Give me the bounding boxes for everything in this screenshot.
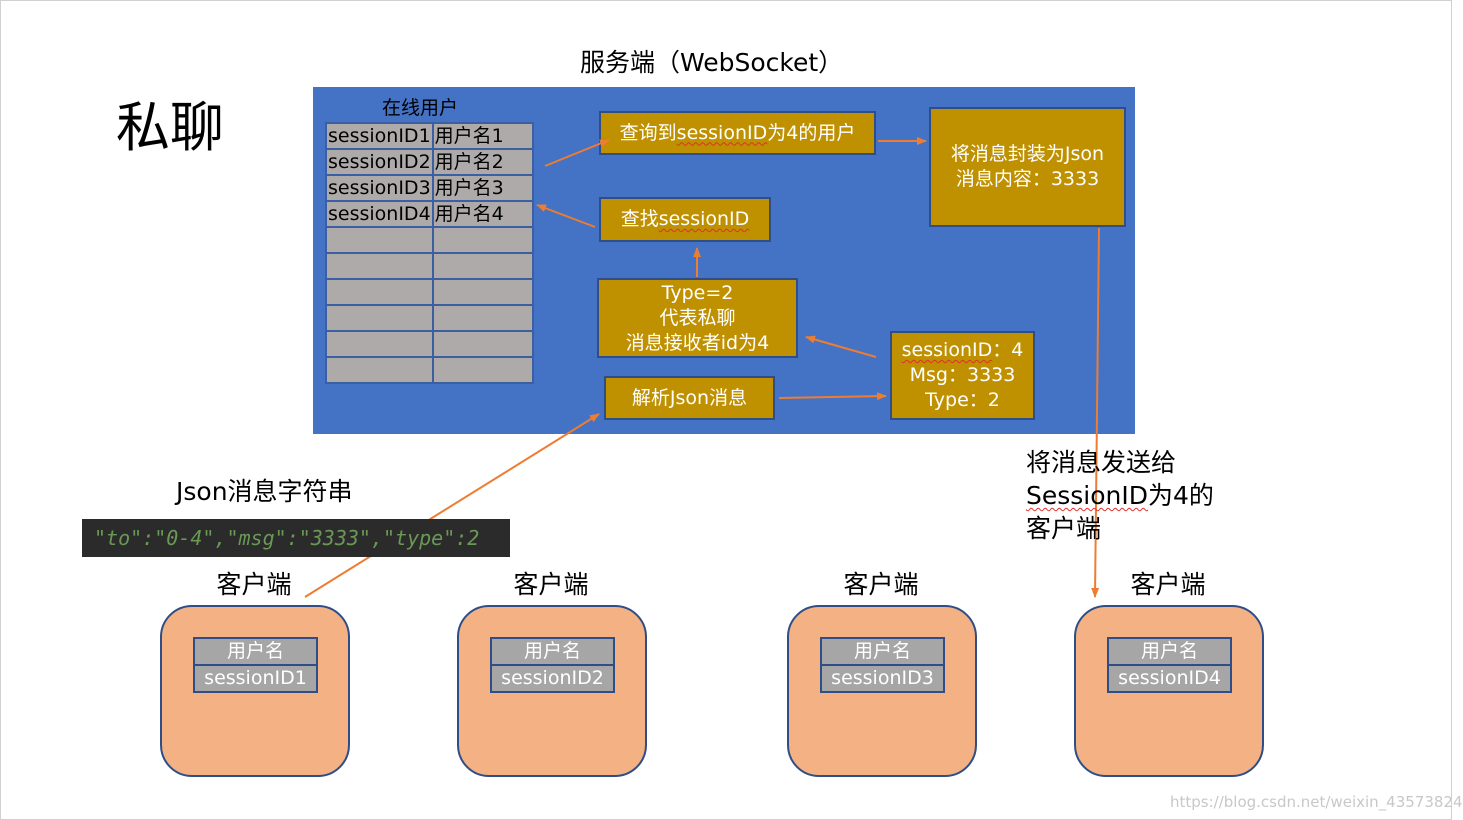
wrap-json-box: 将消息封装为Json 消息内容：3333 [929,107,1126,227]
empty-cell [325,330,434,358]
send-word: SessionID [1026,481,1149,510]
empty-cell [325,226,434,254]
client-field-label: 用户名 [820,637,945,666]
empty-cell [325,252,434,280]
arrow-parse-to-fields [778,392,887,401]
online-users-label: 在线用户 [382,97,459,119]
session-cell: sessionID2 [325,148,434,176]
client-session: sessionID2 [490,664,615,693]
watermark-url: https://blog.csdn.net/weixin_43573824 [1170,793,1463,811]
table-row: sessionID3 用户名3 [325,174,534,202]
session-cell: sessionID1 [325,122,434,150]
send-line3: 客户端 [1026,514,1102,543]
username-cell: 用户名1 [431,122,534,150]
arrow-find-to-table [536,204,596,228]
username-cell: 用户名3 [431,174,534,202]
server-title: 服务端（WebSocket） [580,48,844,77]
client-field-label: 用户名 [490,637,615,666]
table-row-empty [325,252,534,280]
empty-cell [431,356,534,384]
online-users-table: sessionID1 用户名1 sessionID2 用户名2 sessionI… [325,122,534,384]
table-row-empty [325,356,534,384]
client-session: sessionID1 [193,664,318,693]
table-row: sessionID1 用户名1 [325,122,534,150]
parse-json-box: 解析Json消息 [604,376,775,420]
client-2: 用户名 sessionID2 [457,605,647,777]
empty-cell [325,304,434,332]
client-info-table: 用户名 sessionID3 [820,637,945,693]
client-label: 客户端 [513,570,589,599]
client-4: 用户名 sessionID4 [1074,605,1264,777]
type-line2: 代表私聊 [659,306,736,329]
client-info-table: 用户名 sessionID1 [193,637,318,693]
send-line1: 将消息发送给 [1026,448,1177,477]
arrow-wrap-to-client4 [1091,227,1100,598]
empty-cell [431,330,534,358]
wrap-line2: 消息内容：3333 [955,168,1100,190]
client-3: 用户名 sessionID3 [787,605,977,777]
client-label: 客户端 [1130,570,1206,599]
query-prefix: 查询到 [619,121,677,144]
table-row-empty [325,226,534,254]
fields-line1-rest: ：4 [992,339,1024,361]
client-label: 客户端 [843,570,919,599]
client-field-label: 用户名 [193,637,318,666]
message-fields-box: sessionID：4 Msg：3333 Type：2 [890,331,1035,420]
wrap-line1: 将消息封装为Json [950,143,1105,165]
fields-line3: Type：2 [925,389,1000,411]
type-desc-box: Type=2 代表私聊 消息接收者id为4 [597,278,798,358]
table-row: sessionID4 用户名4 [325,200,534,228]
table-row-empty [325,304,534,332]
empty-cell [431,226,534,254]
table-row: sessionID2 用户名2 [325,148,534,176]
find-session-box: 查找sessionID [599,197,771,242]
page-title: 私聊 [116,96,224,159]
query-user-box: 查询到sessionID为4的用户 [599,111,876,155]
username-cell: 用户名2 [431,148,534,176]
empty-cell [325,356,434,384]
send-to-client-label: 将消息发送给 SessionID为4的 客户端 [1026,446,1214,545]
query-word: sessionID [676,121,768,144]
type-line1: Type=2 [661,281,734,304]
empty-cell [431,304,534,332]
session-cell: sessionID4 [325,200,434,228]
session-cell: sessionID3 [325,174,434,202]
fields-line2: Msg：3333 [909,364,1016,386]
find-prefix: 查找 [620,208,659,230]
query-suffix: 为4的用户 [767,121,856,144]
empty-cell [431,278,534,306]
json-string-label: Json消息字符串 [176,477,353,506]
client-label: 客户端 [216,570,292,599]
empty-cell [325,278,434,306]
type-line3: 消息接收者id为4 [625,331,770,354]
client-field-label: 用户名 [1107,637,1232,666]
json-code-block: "to":"0-4","msg":"3333","type":2 [82,519,510,557]
table-row-empty [325,330,534,358]
send-line2-rest: 为4的 [1148,481,1214,510]
arrow-fields-to-type [805,335,877,358]
client-1: 用户名 sessionID1 [160,605,350,777]
empty-cell [431,252,534,280]
client-session: sessionID3 [820,664,945,693]
arrow-client-to-parse [304,413,600,598]
fields-word: sessionID [901,339,993,361]
client-info-table: 用户名 sessionID4 [1107,637,1232,693]
username-cell: 用户名4 [431,200,534,228]
table-row-empty [325,278,534,306]
client-session: sessionID4 [1107,664,1232,693]
client-info-table: 用户名 sessionID2 [490,637,615,693]
find-word: sessionID [658,208,750,230]
arrow-table-to-query [544,139,610,167]
